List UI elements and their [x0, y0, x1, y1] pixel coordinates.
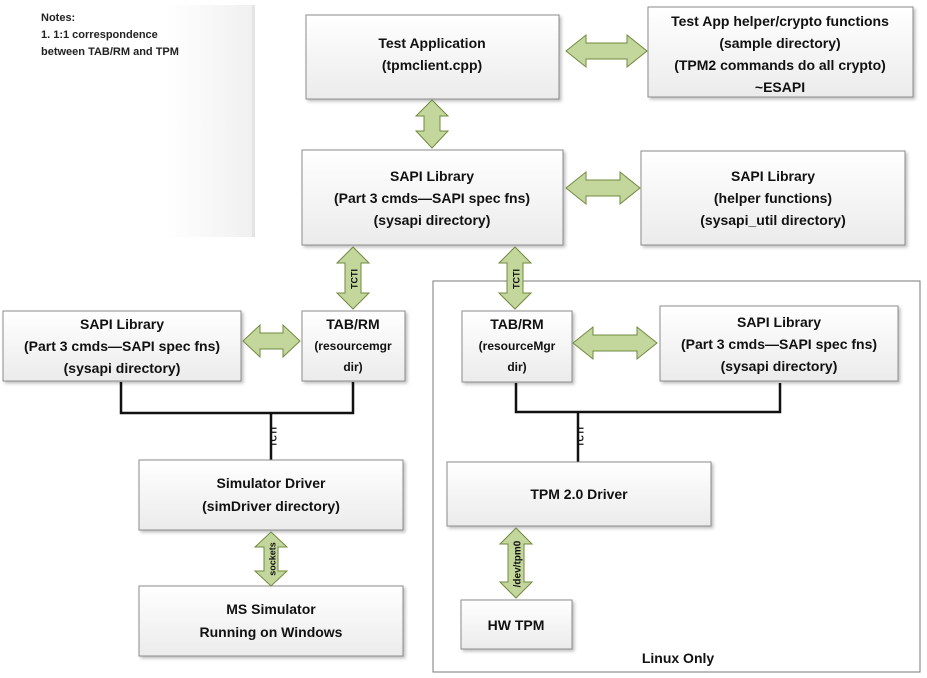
sapi-left-line-3: (sysapi directory) [64, 360, 181, 376]
sim-driver-line-1: Simulator Driver [217, 475, 326, 491]
arrow-test-app-helper [565, 33, 648, 69]
test-app-line-1: Test Application [378, 35, 485, 51]
sapi-library-helper-box: SAPI Library (helper functions) (sysapi_… [640, 150, 906, 246]
sapi-left-line-2: (Part 3 cmds—SAPI spec fns) [24, 338, 220, 354]
ms-simulator-box: MS Simulator Running on Windows [138, 585, 404, 657]
sapi-right-line-3: (sysapi directory) [721, 358, 838, 374]
sapi-library-left-box: SAPI Library (Part 3 cmds—SAPI spec fns)… [2, 310, 242, 382]
tabrm-left-line-1: TAB/RM [326, 316, 379, 332]
sapi-main-line-2: (Part 3 cmds—SAPI spec fns) [334, 190, 530, 206]
sapi-helper-line-1: SAPI Library [731, 168, 815, 184]
tabrm-right-line-3: dir) [507, 360, 526, 374]
sapi-helper-line-3: (sysapi_util directory) [700, 212, 846, 228]
simulator-driver-box: Simulator Driver (simDriver directory) [138, 459, 404, 531]
hw-tpm-box: HW TPM [460, 599, 573, 650]
tcti-label-right-arrow: TCTI [511, 269, 521, 289]
ms-sim-line-2: Running on Windows [200, 624, 343, 640]
sim-driver-line-2: (simDriver directory) [202, 498, 340, 514]
dev-tpm0-label: /dev/tpm0 [513, 540, 524, 587]
notes-line-1: 1. 1:1 correspondence [41, 29, 158, 41]
arrow-sapi-main-helper [565, 170, 641, 206]
arrow-tabrm-right-sapi-right [572, 325, 658, 361]
hw-tpm-label: HW TPM [488, 617, 545, 633]
arrow-test-app-sapi-main [414, 99, 450, 149]
test-application-box: Test Application (tpmclient.cpp) [305, 14, 560, 100]
helper-crypto-line-4: ~ESAPI [755, 79, 805, 95]
sapi-right-line-2: (Part 3 cmds—SAPI spec fns) [681, 336, 877, 352]
helper-crypto-box: Test App helper/crypto functions (sample… [647, 6, 914, 98]
tabrm-left-line-2: (resourcemgr [314, 339, 392, 353]
sapi-main-line-1: SAPI Library [390, 168, 474, 184]
sapi-left-line-1: SAPI Library [80, 316, 164, 332]
tpm-driver-box: TPM 2.0 Driver [446, 461, 712, 527]
sapi-main-line-3: (sysapi directory) [374, 212, 491, 228]
sapi-right-line-1: SAPI Library [737, 314, 821, 330]
arrow-sapi-left-tabrm-left [242, 323, 301, 359]
tabrm-right-box: TAB/RM (resourceMgr dir) [461, 310, 573, 383]
tcti-label-right-bus: TCTI [575, 427, 585, 447]
arrow-tpm-driver-hw-tpm [498, 527, 534, 599]
ms-sim-line-1: MS Simulator [226, 601, 316, 617]
notes-heading: Notes: [41, 12, 75, 24]
arrow-sim-driver-ms-sim [253, 531, 289, 587]
helper-crypto-line-2: (sample directory) [719, 35, 840, 51]
tcti-label-left-bus: TCTI [268, 427, 278, 447]
linux-only-label: Linux Only [642, 650, 715, 666]
tcti-label-left-arrow: TCTI [349, 269, 359, 289]
sapi-helper-line-2: (helper functions) [714, 190, 832, 206]
tabrm-right-line-1: TAB/RM [490, 316, 543, 332]
sapi-library-right-box: SAPI Library (Part 3 cmds—SAPI spec fns)… [659, 305, 899, 382]
tabrm-left-line-3: dir) [343, 360, 362, 374]
tabrm-left-box: TAB/RM (resourcemgr dir) [301, 310, 406, 382]
tpm-driver-label: TPM 2.0 Driver [530, 486, 628, 502]
tabrm-right-line-2: (resourceMgr [479, 339, 556, 353]
notes-box: Notes: 1. 1:1 correspondence between TAB… [30, 5, 255, 237]
notes-line-2: between TAB/RM and TPM [41, 46, 179, 58]
sockets-label: sockets [267, 542, 277, 576]
left-bus-lines [119, 382, 355, 460]
arrow-sapi-main-tabrm-left [335, 246, 371, 310]
test-app-line-2: (tpmclient.cpp) [382, 57, 482, 73]
right-bus-lines [514, 383, 782, 462]
helper-crypto-line-1: Test App helper/crypto functions [671, 13, 889, 29]
arrow-sapi-main-tabrm-right [497, 246, 533, 310]
helper-crypto-line-3: (TPM2 commands do all crypto) [674, 57, 886, 73]
sapi-library-main-box: SAPI Library (Part 3 cmds—SAPI spec fns)… [301, 149, 564, 246]
